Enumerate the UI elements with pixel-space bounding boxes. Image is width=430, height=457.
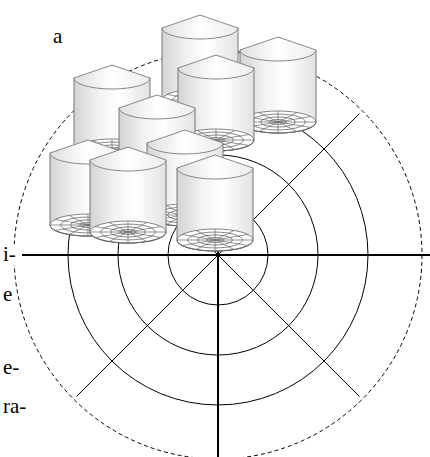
polar-grid [14, 51, 430, 457]
silo [177, 155, 253, 251]
page-text-fragment: ra- [2, 396, 27, 417]
silo-cap [240, 37, 316, 61]
grid-diagonal [218, 255, 359, 396]
base-spoke [245, 117, 311, 128]
base-spoke [182, 235, 248, 246]
silo-outline [90, 232, 166, 243]
page-text-fragment: a [52, 26, 63, 47]
base-spoke [95, 227, 161, 238]
silo-body [90, 160, 166, 243]
base-ring [177, 229, 253, 251]
grid-diagonal [77, 255, 218, 396]
silo-outline [177, 240, 253, 251]
silo-base-grid [177, 229, 253, 251]
silo-cap [162, 15, 238, 39]
silo-cap [119, 95, 195, 119]
silo [90, 147, 166, 243]
base-ring [90, 221, 166, 243]
page-text-fragment: e [2, 284, 13, 305]
horizontal-axis [22, 254, 430, 256]
silo-cap [147, 130, 223, 154]
silo-group [50, 15, 316, 251]
page-text-fragment: i- [2, 244, 17, 265]
silo-body [177, 168, 253, 251]
silo-cap [178, 55, 254, 79]
silo-base-grid [90, 221, 166, 243]
silo-cap [74, 65, 150, 89]
page-text-fragment: e- [2, 357, 20, 378]
silo-cap [177, 155, 253, 179]
silo-cap [90, 147, 166, 171]
